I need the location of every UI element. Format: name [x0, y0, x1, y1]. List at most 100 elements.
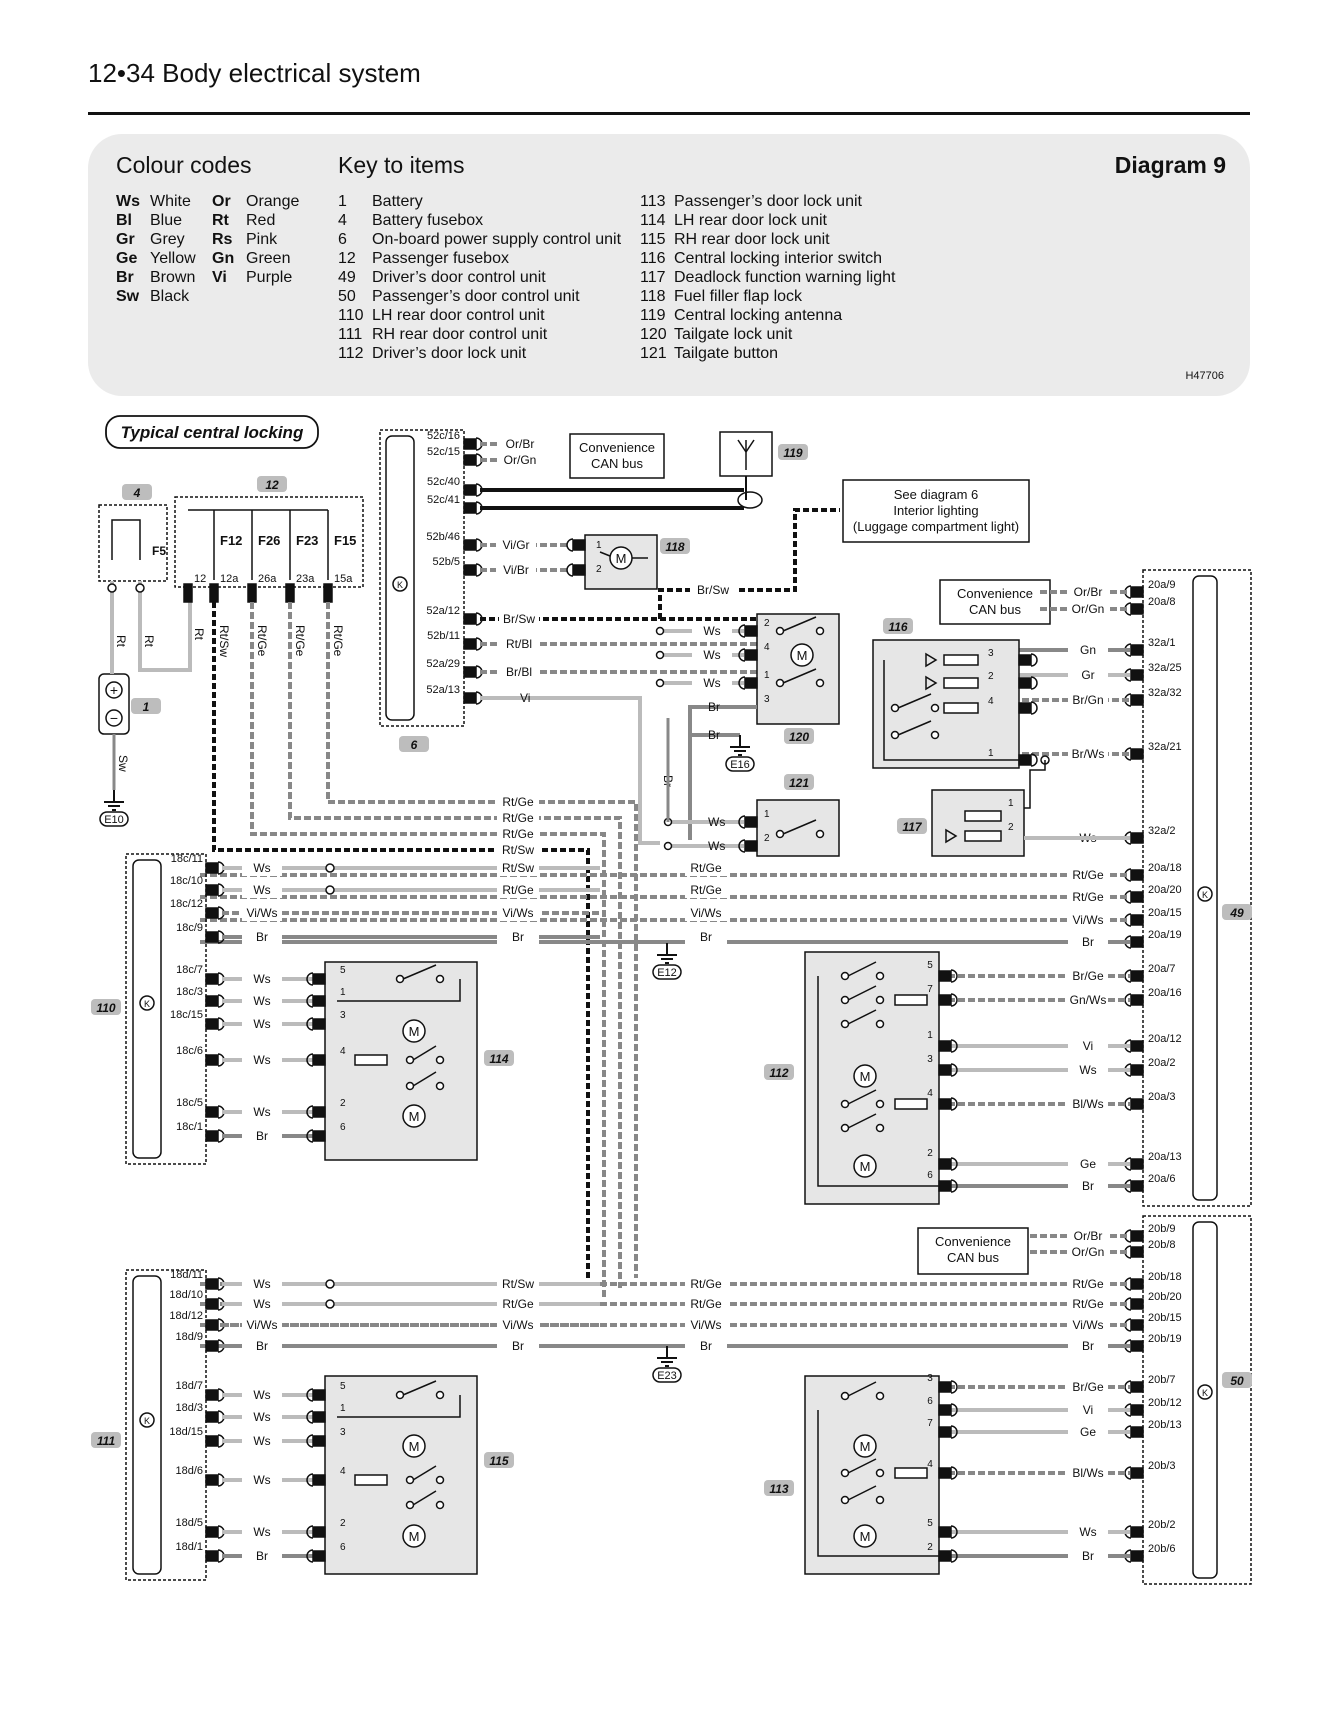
wire-label-bg [242, 1433, 282, 1449]
pin-number: 4 [927, 1088, 933, 1099]
switch-blade [847, 1458, 877, 1474]
code: Vi [212, 269, 227, 286]
page-header: 12•34 Body electrical system [88, 58, 421, 88]
switch-contact [930, 703, 940, 713]
pin-label: 18d/6 [175, 1465, 203, 1477]
wire-label: Vi/Ws [246, 1318, 277, 1332]
wire-label: Vi [1083, 1403, 1093, 1417]
k-label: K [1202, 1388, 1208, 1398]
see-label: See diagram 6 [894, 487, 979, 502]
wire-label: Br/Sw [697, 583, 729, 597]
motor [853, 1064, 877, 1088]
pin-label: 18d/5 [175, 1517, 203, 1529]
wire-label-bg [685, 860, 727, 876]
item-tag-label: 116 [888, 620, 907, 634]
see-label: Interior lighting [893, 503, 978, 518]
pin-label: 18c/7 [176, 964, 203, 976]
connector-socket [738, 839, 746, 853]
item-tag [897, 818, 927, 834]
connector-pin [463, 484, 477, 496]
wire-label: Ws [253, 994, 270, 1008]
pin-number: 3 [927, 1373, 933, 1384]
wire-label-bg [242, 929, 282, 945]
wire-label-bg [242, 882, 282, 898]
wire-label-bg [242, 1104, 282, 1120]
pin-label: 18c/5 [176, 1097, 203, 1109]
pin-label: 52c/40 [427, 476, 460, 488]
key-no: 113 [640, 193, 666, 210]
pin-label: 18c/15 [170, 1009, 203, 1021]
wire-label-bg [1068, 992, 1108, 1008]
connector-pin [312, 1106, 326, 1118]
key-label: Battery [372, 193, 423, 210]
connector-socket [306, 972, 314, 986]
pin-label: 52b/5 [432, 556, 460, 568]
connector-pin [205, 931, 219, 943]
subtitle-box [105, 415, 319, 449]
wire-label-bg [1068, 667, 1108, 683]
connector-pin [463, 613, 477, 625]
connector-pin [205, 884, 219, 896]
wire-label: Ws [253, 1297, 270, 1311]
wire-label-bg [242, 1387, 282, 1403]
item-tag [1222, 1372, 1252, 1388]
key-label: On-board power supply control unit [372, 231, 622, 248]
connector-pin [312, 1411, 326, 1423]
led [945, 828, 958, 844]
connector-pin [744, 677, 758, 689]
wire [337, 1395, 461, 1418]
fuse-pin [209, 583, 219, 603]
wire-label: Br [1082, 935, 1094, 949]
wire-label-bg [1068, 642, 1108, 658]
switch-contact [405, 1475, 415, 1485]
connector-pin [205, 1319, 219, 1331]
item-tag-label: 49 [1229, 906, 1244, 920]
wire-label: Or/Gn [1072, 1245, 1105, 1259]
pin-label: 18d/9 [175, 1331, 203, 1343]
wire-label: Bl/Ws [1072, 1097, 1103, 1111]
wire-label: Ws [253, 1053, 270, 1067]
connector-socket [950, 1549, 958, 1563]
switch-blade [847, 1485, 877, 1501]
lock-115 [324, 1375, 478, 1575]
connector-socket [950, 1403, 958, 1417]
pin-number: 5 [927, 1518, 933, 1529]
wire-label-bg [242, 1296, 282, 1312]
bus-wire [288, 602, 622, 1288]
item-tag [484, 1452, 514, 1468]
wire-label-bg [242, 1548, 282, 1564]
wire-label-bg [497, 1338, 539, 1354]
motor-label: M [616, 551, 627, 566]
item-tag-label: 115 [489, 1454, 508, 1468]
wire [138, 592, 192, 672]
key-label: Tailgate button [674, 345, 779, 362]
item-tag-label: 118 [665, 540, 684, 554]
node [655, 678, 665, 688]
key-label: Passenger’s door lock unit [674, 193, 862, 210]
connector-pin [744, 625, 758, 637]
item-tag [784, 728, 814, 744]
wire-label: Ws [253, 1525, 270, 1539]
wire-label: Ws [253, 1105, 270, 1119]
wire-label: Br/Ws [1072, 747, 1105, 761]
switch-contact [840, 1495, 850, 1505]
ground-label: E23 [657, 1370, 677, 1382]
wire-label: Vi/Ws [690, 906, 721, 920]
connector-pin [1130, 1404, 1144, 1416]
connector-socket [306, 1410, 314, 1424]
connector-pin [744, 816, 758, 828]
bus-wire [250, 602, 606, 1298]
wire-label-bg [1068, 1228, 1108, 1244]
switch-blade [847, 1009, 877, 1025]
key-no: 50 [338, 288, 356, 305]
connector-pin [463, 454, 477, 466]
pin-number: 2 [340, 1518, 346, 1529]
key-heading: Key to items [338, 152, 465, 178]
wire-label: Vi/Ws [502, 1318, 533, 1332]
connector-pin [205, 1130, 219, 1142]
wire-label: Rt [192, 628, 206, 641]
wire-label: Ws [253, 883, 270, 897]
connector-socket [306, 994, 314, 1008]
